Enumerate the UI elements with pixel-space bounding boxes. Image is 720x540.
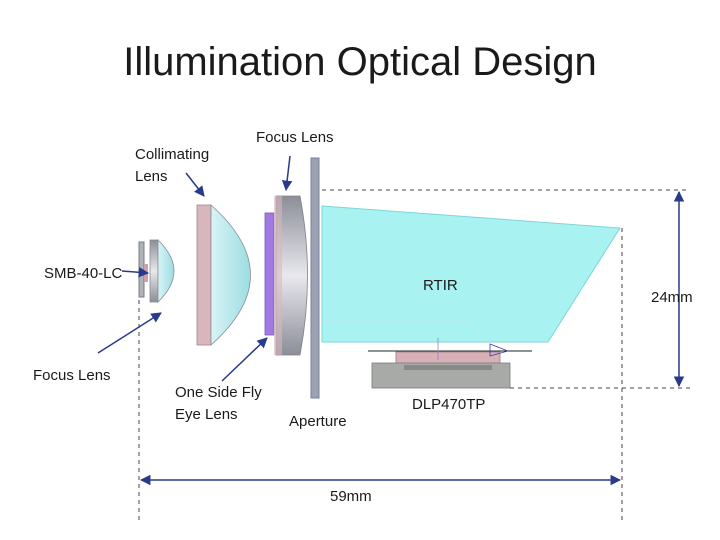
fly-eye-label-line2: Eye Lens [175, 406, 238, 423]
smb-label: SMB-40-LC [44, 265, 123, 282]
focus-lens-top-pointer [281, 155, 293, 192]
rtir-prism [321, 205, 621, 343]
collimating-lens-label-line2: Lens [135, 168, 168, 185]
collimating-pointer [185, 172, 205, 197]
small-lens-dome [157, 239, 175, 303]
fly-eye-label-line1: One Side Fly [175, 384, 262, 401]
fly-eye-pointer [221, 337, 268, 382]
focus-lens-left-label: Focus Lens [33, 367, 111, 384]
dlp-window [404, 365, 492, 370]
fly-eye-lens [264, 212, 275, 336]
aperture-label: Aperture [289, 413, 347, 430]
width-dimension-label: 59mm [330, 488, 372, 505]
collimating-lens-label-line1: Collimating [135, 146, 210, 163]
height-dimension-label: 24mm [651, 289, 693, 306]
rtir-label: RTIR [423, 277, 458, 294]
smb-pointer [121, 267, 150, 278]
aperture-plate [310, 157, 320, 399]
focus-lens-top-label: Focus Lens [256, 129, 334, 146]
focus-lens-rim [274, 196, 282, 355]
focus-lens-left-pointer [97, 312, 162, 354]
smb-source [138, 241, 145, 298]
dlp-label: DLP470TP [412, 396, 486, 413]
collimating-lens-dome [210, 204, 251, 346]
dlp-axis-marker [489, 343, 510, 357]
collimating-lens-flat [196, 204, 212, 346]
dlp-top-layer [395, 351, 501, 365]
small-lens-flat [149, 239, 159, 303]
slide-title: Illumination Optical Design [123, 40, 597, 84]
focus-lens-body [275, 195, 308, 356]
